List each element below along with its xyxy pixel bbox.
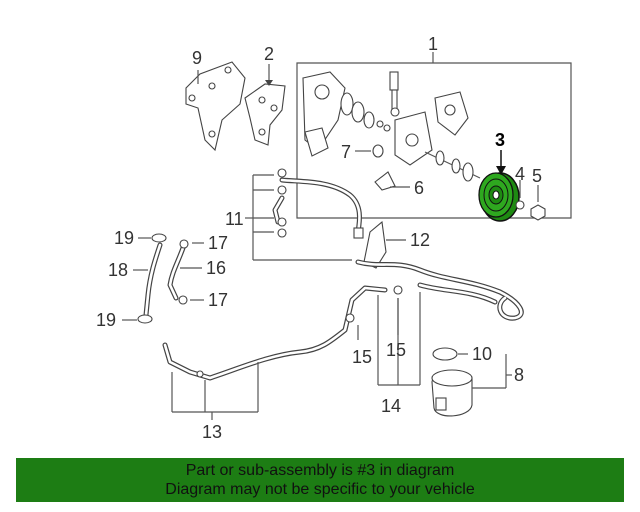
callout-2: 2 [264, 44, 274, 64]
banner-line-2: Diagram may not be specific to your vehi… [165, 481, 475, 498]
suction-hose-part-16[interactable] [167, 239, 189, 305]
cap-part-10[interactable] [432, 347, 458, 361]
cooler-line-part-14[interactable] [162, 285, 403, 381]
callout-18: 18 [108, 260, 128, 280]
callout-15-right: 15 [386, 340, 406, 360]
callout-8: 8 [514, 365, 524, 385]
callout-6: 6 [414, 178, 424, 198]
callout-11: 11 [225, 209, 244, 229]
callout-15-left: 15 [352, 347, 372, 367]
bracket-part-12[interactable] [363, 220, 387, 269]
callout-16: 16 [206, 258, 226, 278]
callout-10: 10 [472, 344, 492, 364]
callout-5: 5 [532, 166, 542, 186]
bracket-part-9[interactable] [185, 61, 246, 152]
callout-19-top: 19 [114, 228, 134, 248]
pump-assembly-group [296, 52, 572, 219]
callout-17-bottom: 17 [208, 290, 228, 310]
callout-14: 14 [381, 396, 401, 416]
callout-17-top: 17 [208, 233, 228, 253]
callout-13: 13 [202, 422, 222, 442]
callout-7: 7 [341, 142, 351, 162]
nut-part-5[interactable] [530, 204, 546, 221]
callout-3: 3 [495, 130, 505, 150]
parts-diagram: 1 2 3 4 5 6 7 8 9 10 11 12 13 14 15 15 1… [96, 34, 572, 442]
reservoir-part-8[interactable] [431, 369, 473, 417]
part-3-arrow [496, 150, 506, 175]
pulley-part-3[interactable] [478, 172, 520, 222]
banner-line-1: Part or sub-assembly is #3 in diagram [185, 462, 455, 479]
return-line[interactable] [355, 259, 524, 321]
hose-part-18[interactable] [137, 233, 167, 324]
pressure-hose-part-11[interactable] [272, 168, 364, 239]
oring-part-7[interactable] [372, 144, 384, 158]
washer-part-4[interactable] [515, 200, 525, 210]
bracket-part-2[interactable] [244, 83, 286, 146]
callout-1: 1 [428, 34, 438, 54]
part-info-banner: Part or sub-assembly is #3 in diagram Di… [16, 458, 624, 502]
callout-19-bottom: 19 [96, 310, 116, 330]
callout-4: 4 [515, 164, 525, 184]
callout-9: 9 [192, 48, 202, 68]
callout-12: 12 [410, 230, 430, 250]
